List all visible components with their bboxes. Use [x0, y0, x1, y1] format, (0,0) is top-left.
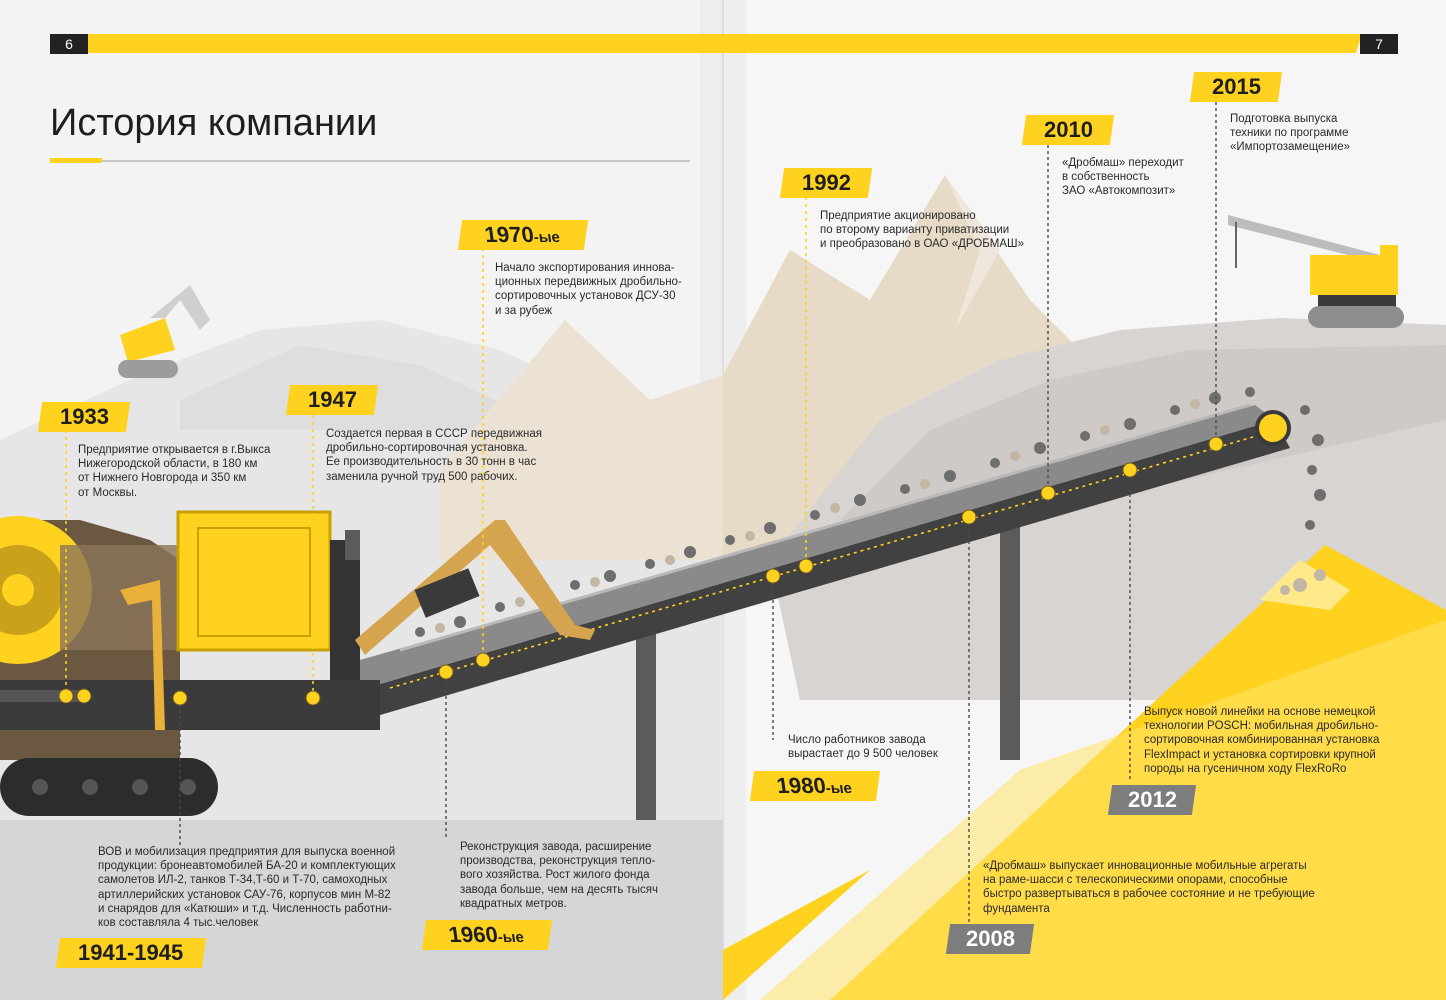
- year-label-2008: 2008: [945, 924, 1035, 954]
- year-label-1970s: 1970-ые: [457, 220, 589, 250]
- year-label-1941-1945: 1941-1945: [55, 938, 207, 968]
- event-text-1933: Предприятие открывается в г.Выкса Нижего…: [78, 444, 271, 499]
- event-text-2010: «Дробмаш» переходит в собственность ЗАО …: [1062, 157, 1184, 198]
- page-number-left: 6: [50, 34, 88, 54]
- event-text-2015: Подготовка выпуска техники по программе …: [1230, 113, 1351, 154]
- event-text-1980s: Число работников завода вырастает до 9 5…: [788, 734, 938, 761]
- year-label-1933: 1933: [37, 402, 131, 432]
- page-title: История компании: [50, 102, 378, 144]
- event-text-1970s: Начало экспортирования иннова- ционных п…: [495, 262, 682, 317]
- year-label-2010: 2010: [1021, 115, 1115, 145]
- year-label-1980s: 1980-ые: [749, 771, 881, 801]
- year-label-1947: 1947: [285, 385, 379, 415]
- event-text-1941-1945: ВОВ и мобилизация предприятия для выпуск…: [98, 846, 396, 930]
- event-text-1960s: Реконструкция завода, расширение произво…: [460, 841, 659, 910]
- year-label-2012: 2012: [1107, 785, 1197, 815]
- year-label-1960s: 1960-ые: [421, 920, 553, 950]
- event-text-2008: «Дробмаш» выпускает инновационные мобиль…: [983, 860, 1315, 915]
- event-text-1947: Создается первая в СССР передвижная дроб…: [326, 428, 542, 483]
- year-label-1992: 1992: [779, 168, 873, 198]
- year-label-2015: 2015: [1189, 72, 1283, 102]
- page-number-right: 7: [1360, 34, 1398, 54]
- event-text-2012: Выпуск новой линейки на основе немецкой …: [1144, 706, 1380, 775]
- event-text-1992: Предприятие акционировано по второму вар…: [820, 210, 1024, 251]
